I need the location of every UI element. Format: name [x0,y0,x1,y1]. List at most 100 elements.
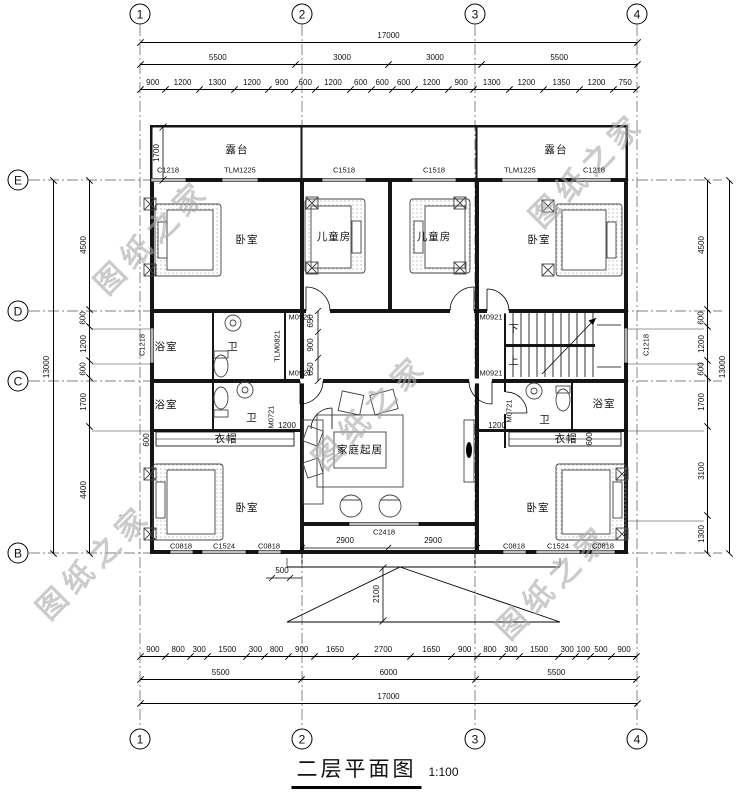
nightstands [143,196,629,541]
dim-label: 1350 [543,78,579,89]
room-label-closet-left: 衣帽 [214,432,238,445]
dim-label: 300 [558,645,576,656]
door-label-tlm0821: TLM0821 [272,330,282,362]
dim-label: 1200 [78,326,89,360]
dim-label-text: 4500 [78,235,88,254]
dim-label: 1200 [166,78,200,89]
dim-label: 600 [371,78,392,89]
door-label-m0921: M0921 [288,312,312,322]
axis-bubble-row-d: D [7,300,29,322]
dim-label: 900 [269,78,295,89]
drawing-scale: 1:100 [428,765,459,779]
dim-label: 5500 [476,668,637,679]
dim-col-right-overall: 13000 [718,180,730,553]
room-label-bath-1: 浴室 [154,340,178,353]
dim-label: 1650 [315,645,356,656]
dim-label-living: 2900 [424,536,442,545]
dim-label: 1200 [509,78,543,89]
room-label-living: 家庭起居 [337,443,383,456]
axis-bubble-col-2: 2 [291,3,313,25]
dim-label-text: 4400 [78,480,88,499]
dim-label: 1500 [208,645,247,656]
window-label-c1218-right: C1218 [641,333,651,357]
dim-label-hall: 1200 [488,421,506,430]
dim-label: 17000 [140,31,637,42]
dim-row-top-overall: 17000 [140,31,637,43]
dim-label-text: 3100 [696,462,706,481]
dim-label: 5500 [140,53,296,64]
dim-label: 17000 [140,692,637,703]
dim-label: 1650 [411,645,452,656]
dim-label-living: 2900 [336,536,354,545]
room-label-bath-3: 浴室 [592,397,616,410]
dim-label: 1500 [520,645,559,656]
dim-label: 900 [452,645,478,656]
dim-label-bath: 650 [306,362,315,376]
axis-bubble-row-e: E [7,169,29,191]
dim-col-left-overall: 13000 [42,180,54,553]
dim-label: 13000 [42,180,53,553]
door-label-m0921: M0921 [479,368,503,378]
dim-label: 600 [393,78,414,89]
window-label-c1518: C1518 [422,165,446,175]
dim-label: 1200 [696,326,707,360]
dim-label: 2700 [355,645,410,656]
axis-bubble-row-b: B [7,542,29,564]
dim-row-bottom-overall: 17000 [140,692,637,704]
window-label-c0818: C0818 [591,541,615,551]
dim-label: 1700 [78,378,89,427]
dim-label-closet: 600 [142,433,151,447]
door-label-tlm1225: TLM1225 [224,165,256,175]
dim-label: 900 [448,78,474,89]
dim-label: 3100 [696,427,707,516]
walls [150,125,628,554]
dim-label: 4400 [78,427,89,553]
dim-label: 600 [295,78,316,89]
witness-lines [92,328,704,522]
door-label-m0921: M0921 [479,312,503,322]
dim-label: 5500 [140,668,301,679]
dim-label: 1200 [414,78,448,89]
door-label-m0721: M0721 [504,399,514,423]
dim-label: 1300 [696,516,707,553]
dim-label: 1200 [316,78,350,89]
axis-bubble-col-1-bottom: 1 [129,728,151,750]
door-arcs [299,286,528,430]
dim-row-top-detail: 900 1200 1300 1200 900 600 1200 600 600 … [140,78,637,90]
room-label-bedroom-tl: 卧室 [235,233,259,246]
dim-label: 3000 [296,53,389,64]
dim-row-bottom-detail: 900 800 300 1500 300 800 900 1650 2700 1… [140,645,637,657]
dim-label-text: 1300 [696,525,706,544]
dim-label-terrace-depth: 1700 [152,144,161,162]
dim-label-bath: 650 [306,314,315,328]
room-label-bedroom-bl: 卧室 [235,501,259,514]
dim-label: 4500 [696,180,707,309]
dim-label: 1200 [235,78,269,89]
dim-label: 800 [478,645,503,656]
dim-label: 300 [190,645,208,656]
dim-label-text: 1700 [78,393,88,412]
dim-label-closet: 600 [585,432,594,446]
axis-bubble-col-3: 3 [464,3,486,25]
window-label-c1218-left: C1218 [137,333,147,357]
room-label-wc-3: 卫 [539,413,551,426]
dim-label: 300 [502,645,520,656]
dim-col-left-detail: 4500 600 1200 600 1700 4400 [78,180,90,553]
dim-row-bottom-sections: 5500 6000 5500 [140,668,637,680]
dim-label: 900 [140,78,166,89]
axis-bubble-col-4: 4 [626,3,648,25]
dim-col-right-detail: 4500 600 1200 600 1700 3100 1300 [696,180,708,553]
dim-label-porch-overhang: 500 [275,566,289,575]
window-label-c2418: C2418 [372,527,396,537]
axis-bubble-row-c: C [7,370,29,392]
drawing-title: 二层平面图 1:100 [291,753,459,789]
axis-bubble-col-4-bottom: 4 [626,728,648,750]
porch-roof [286,554,561,623]
dim-label: 3000 [389,53,482,64]
dim-row-top-sections: 5500 3000 3000 5500 [140,53,637,65]
room-label-bedroom-tr: 卧室 [527,233,551,246]
axis-bubble-col-1: 1 [129,3,151,25]
dim-label-text: 1200 [696,334,706,353]
dim-label: 800 [264,645,289,656]
dim-label-text: 4500 [696,235,706,254]
